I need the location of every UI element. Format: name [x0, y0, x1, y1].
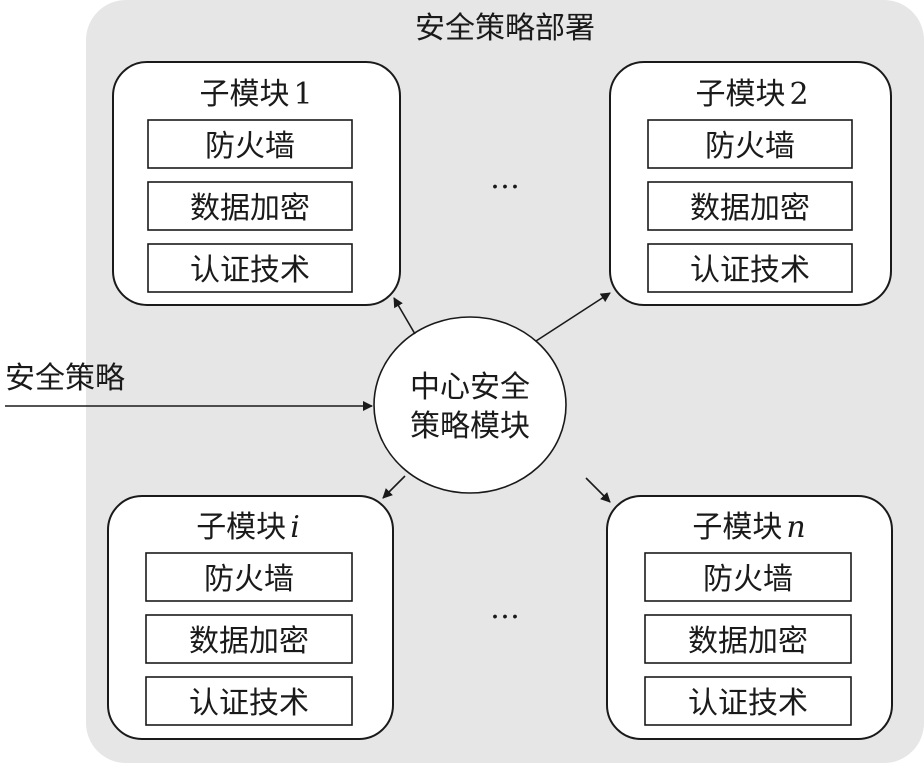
- submodule-i-authentication: 认证技术: [189, 686, 309, 721]
- submodule-i-item-box: [145, 614, 353, 664]
- ellipsis-top: …: [490, 161, 520, 196]
- submodule-2-authentication: 认证技术: [690, 253, 810, 288]
- region-title: 安全策略部署: [415, 11, 595, 46]
- submodule-1-item-box: [147, 119, 353, 169]
- submodule-1-encryption: 数据加密: [190, 191, 310, 226]
- center-label-line2: 策略模块: [410, 409, 530, 444]
- submodule-1-item-box: [147, 181, 353, 231]
- submodule-n-authentication: 认证技术: [688, 686, 808, 721]
- center-label-line1: 中心安全: [410, 370, 530, 405]
- arrow-to-module-1: [393, 297, 416, 335]
- submodule-2-encryption: 数据加密: [690, 191, 810, 226]
- input-label: 安全策略: [5, 361, 125, 396]
- submodule-i-firewall: 防火墙: [204, 562, 294, 597]
- arrow-to-module-i: [382, 475, 406, 499]
- submodule-1-item-box: [147, 243, 353, 293]
- submodule-1-firewall: 防火墙: [205, 129, 295, 164]
- arrow-to-module-n: [585, 477, 611, 503]
- submodule-n-item-box: [644, 614, 852, 664]
- submodule-n-item-box: [644, 676, 852, 726]
- submodule-2-item-box: [647, 181, 853, 231]
- submodule-2-item-box: [647, 243, 853, 293]
- submodule-i-item-box: [145, 552, 353, 602]
- center-module: [373, 316, 567, 494]
- submodule-i-encryption: 数据加密: [189, 624, 309, 659]
- submodule-2-firewall: 防火墙: [705, 129, 795, 164]
- submodule-n-firewall: 防火墙: [703, 562, 793, 597]
- submodule-n-encryption: 数据加密: [688, 624, 808, 659]
- submodule-2-item-box: [647, 119, 853, 169]
- arrow-to-module-2: [535, 292, 611, 342]
- ellipsis-bottom: …: [490, 591, 520, 626]
- submodule-1-authentication: 认证技术: [190, 253, 310, 288]
- submodule-n-item-box: [644, 552, 852, 602]
- submodule-i-item-box: [145, 676, 353, 726]
